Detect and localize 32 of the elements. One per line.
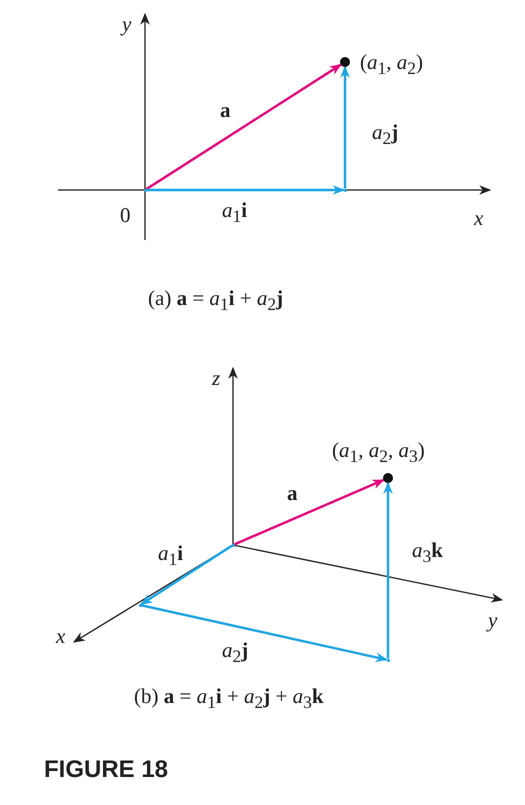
- vector-tail-point: [138, 604, 142, 606]
- equation-caption: (b) a = a$_{1}$i + a$_{2}$j + a$_{3}$k: [134, 686, 324, 712]
- vector-arrow: [146, 185, 345, 195]
- vector-arrow: [140, 544, 232, 606]
- vector-label: a: [220, 100, 230, 121]
- vector-tail-point: [344, 188, 346, 192]
- vector-label: a$_{3}$k: [412, 540, 443, 566]
- vector-label: a$_{2}$j: [372, 122, 398, 148]
- point-dot: [383, 473, 393, 483]
- vector-label: a$_{2}$j: [222, 640, 248, 666]
- vector-arrow: [234, 478, 384, 546]
- axis-label: z: [212, 368, 220, 389]
- vector-arrow: [340, 66, 350, 188]
- vector-label: a$_{1}$i: [222, 200, 248, 226]
- vector-label: a: [287, 483, 298, 504]
- point-dot: [340, 57, 350, 67]
- point-label: 0: [120, 205, 130, 226]
- axis-label: y: [122, 14, 132, 35]
- axis-label: x: [56, 626, 66, 647]
- axis-label: x: [474, 208, 484, 229]
- point-label: (a$_{1}$, a$_{2}$): [360, 52, 423, 78]
- vector-tail-point: [386, 658, 390, 662]
- vector-arrow: [141, 604, 388, 662]
- vector-label: a$_{1}$i: [158, 543, 184, 569]
- point-label: (a$_{1}$, a$_{2}$, a$_{3}$): [332, 440, 425, 466]
- vector-arrow: [383, 482, 393, 658]
- equation-caption: (a) a = a$_{1}$i + a$_{2}$j: [148, 288, 284, 314]
- axis-label: y: [488, 610, 498, 631]
- vector-tail-point: [144, 188, 146, 192]
- vector-tail-point: [232, 544, 234, 546]
- vector-arrow: [146, 64, 342, 190]
- figure-caption: FIGURE 18: [44, 758, 168, 782]
